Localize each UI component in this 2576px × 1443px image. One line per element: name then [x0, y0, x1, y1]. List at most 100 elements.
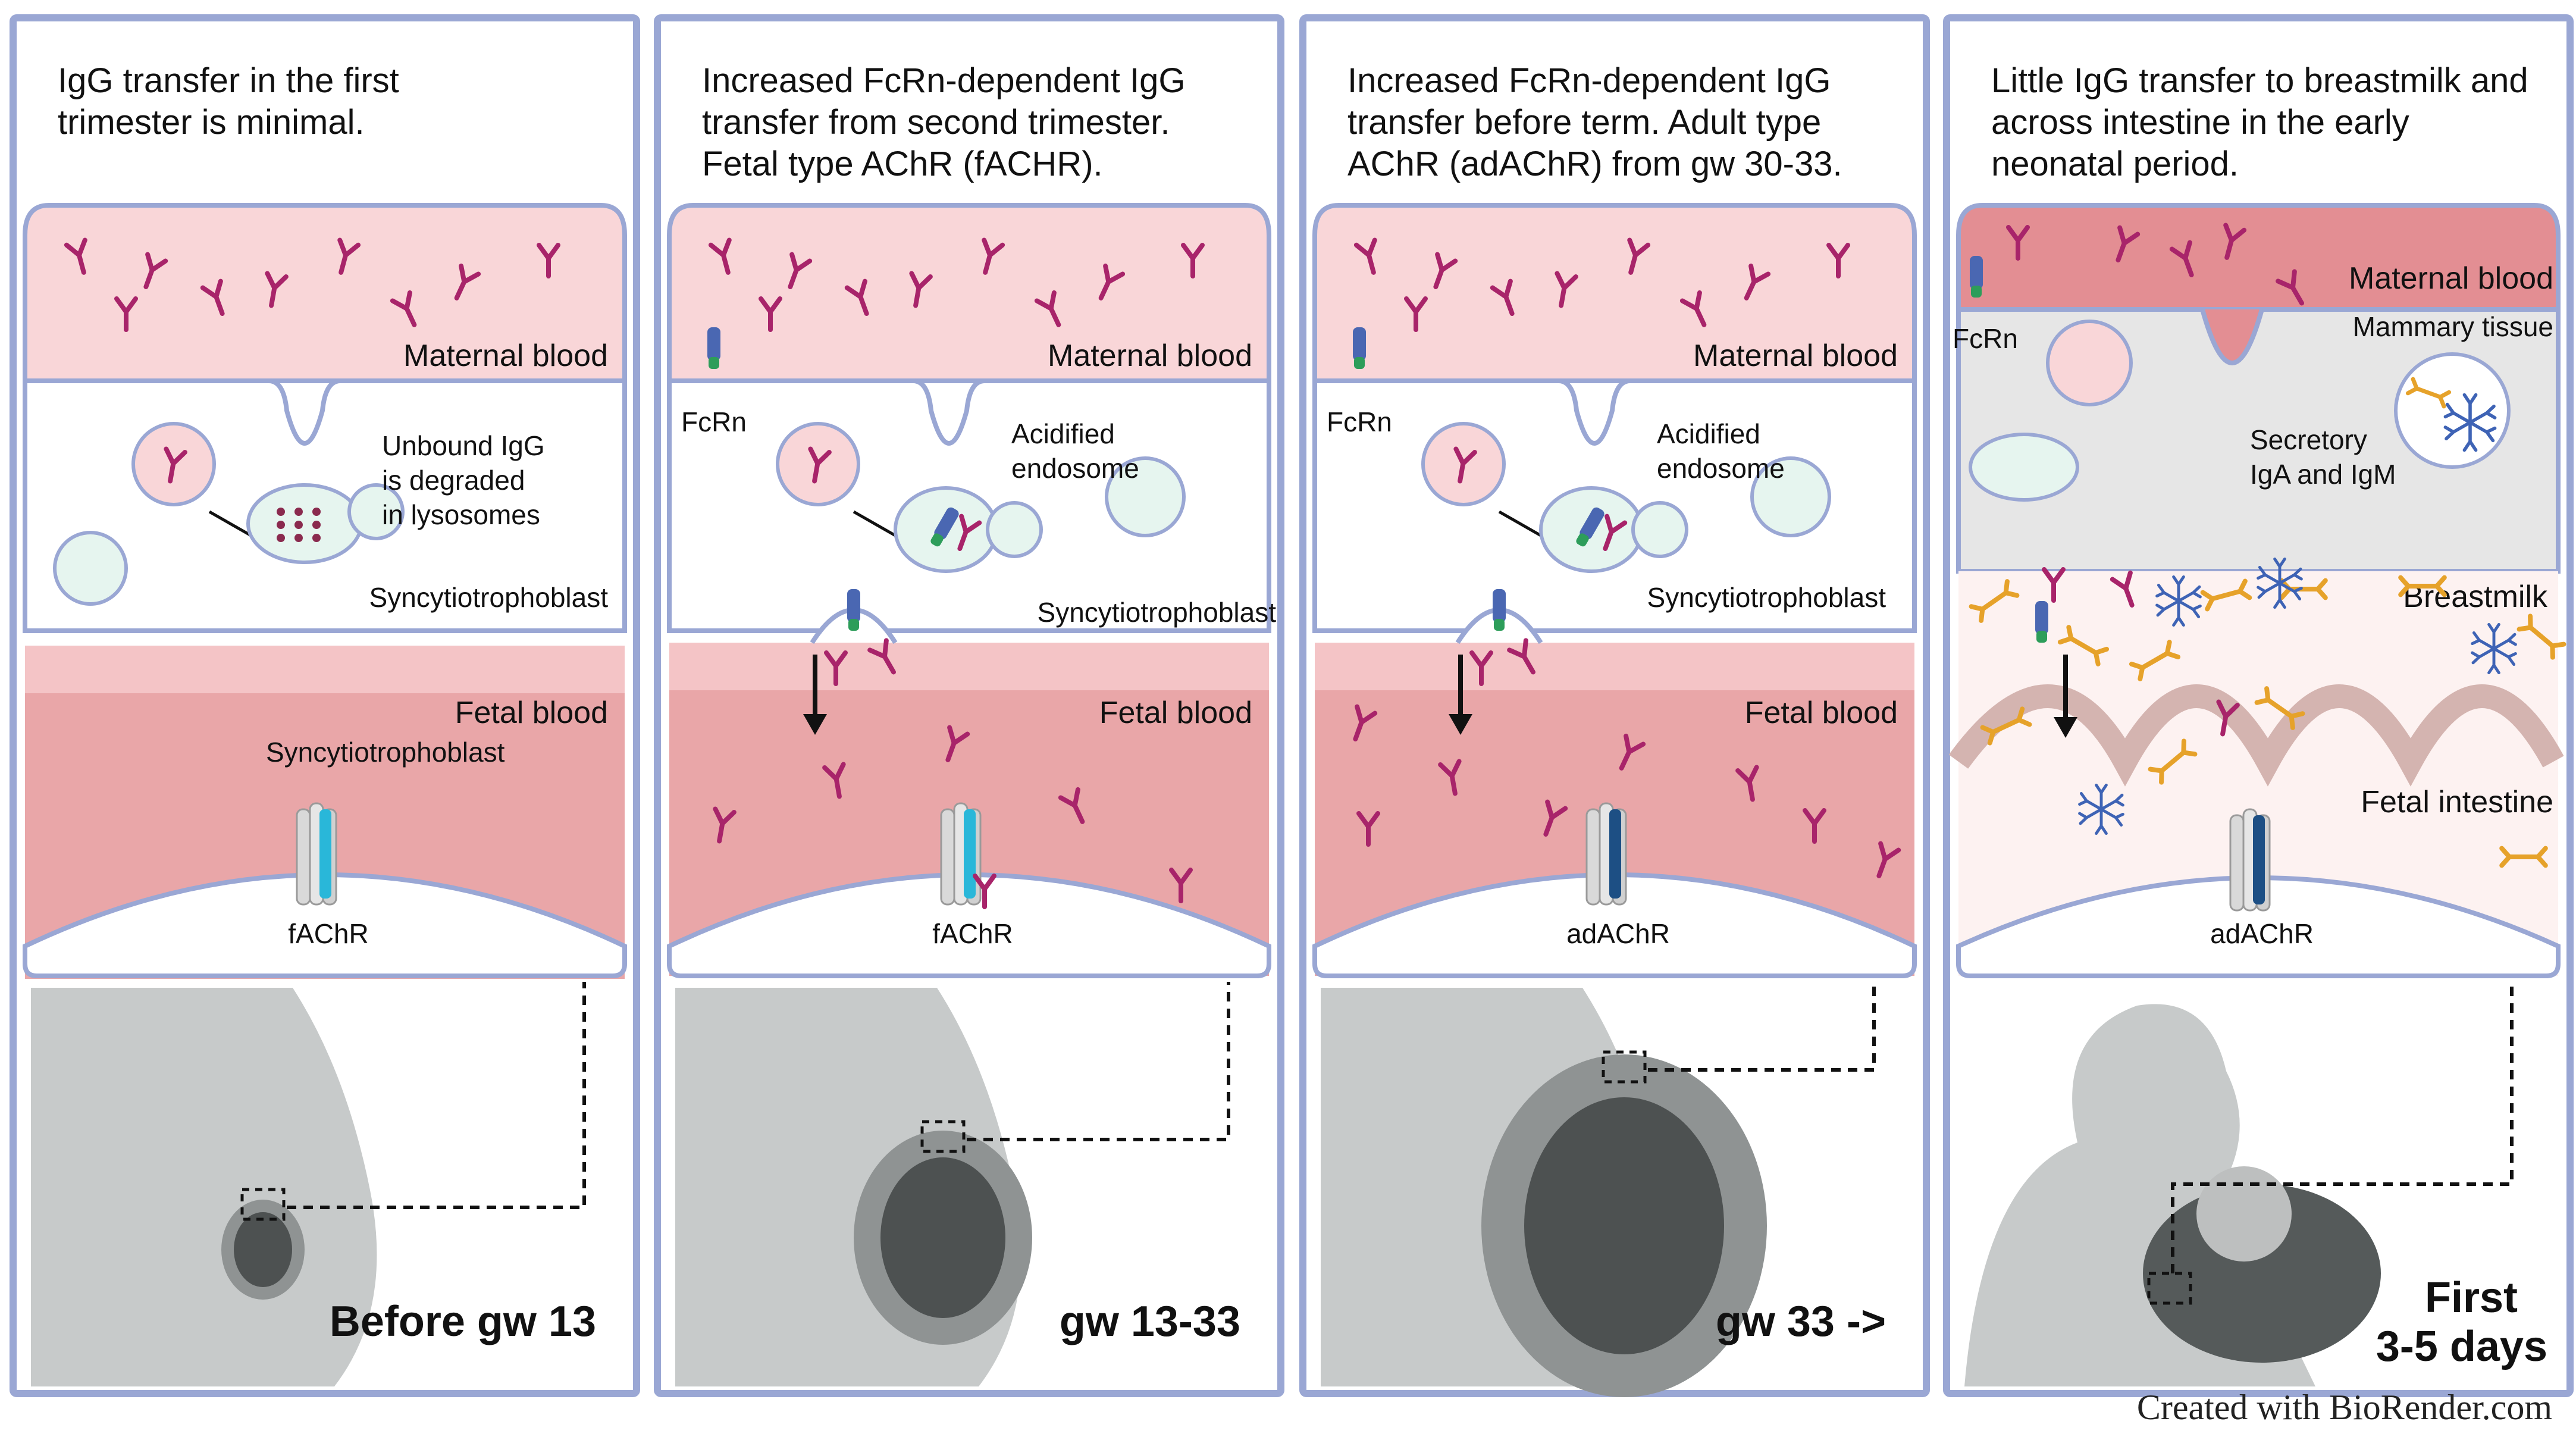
caption-line: Fetal type AChR (fACHR).: [702, 145, 1103, 183]
syncytiotrophoblast-label: Syncytiotrophoblast: [1038, 597, 1277, 628]
fetal-intestine-label: Fetal intestine: [2361, 785, 2553, 819]
syncytiotrophoblast-label: Syncytiotrophoblast: [1647, 582, 1886, 613]
gestational-stage-label: 3-5 days: [2376, 1323, 2547, 1370]
muscle-membrane: [1956, 875, 2561, 978]
incoming-vesicle: [1750, 456, 1831, 537]
fetal-blood-label: Fetal blood: [1099, 696, 1252, 730]
degraded-igg: [277, 508, 285, 516]
muscle-membrane: [23, 872, 627, 978]
caption-line: neonatal period.: [1991, 145, 2239, 183]
degraded-igg: [294, 508, 303, 516]
receptor-label: adAChR: [1566, 918, 1670, 949]
panel-4: Little IgG transfer to breastmilk andacr…: [1943, 14, 2574, 1397]
muscle-membrane: [667, 872, 1271, 978]
maternal-blood-region: [1312, 203, 1917, 383]
transfer-arrowhead: [2054, 717, 2077, 738]
empty-vesicle: [53, 531, 128, 606]
transcytosis-pocket: [2200, 308, 2264, 365]
caption-line: across intestine in the early: [1991, 103, 2409, 142]
biorender-watermark: Created with BioRender.com: [2137, 1388, 2552, 1427]
degraded-igg: [277, 521, 285, 529]
note-line: Unbound IgG: [382, 430, 545, 461]
fetal-blood-membrane: [669, 643, 1269, 690]
fcrn-exocytosis-icon: [847, 589, 860, 631]
achr-channel: [2253, 815, 2265, 904]
zoom-line: [967, 982, 1230, 1141]
fcrn-icon: [2035, 601, 2048, 643]
maternal-blood-region: [667, 203, 1271, 383]
endosome-label: endosome: [1657, 453, 1785, 484]
fcrn-exocytosis-icon: [1493, 589, 1506, 631]
caption-line: AChR (adAChR) from gw 30-33.: [1347, 145, 1842, 183]
zoom-line: [1648, 982, 1876, 1072]
infant-head: [2196, 1166, 2292, 1262]
degraded-igg: [294, 521, 303, 529]
caption-line: trimester is minimal.: [58, 103, 365, 142]
mammary-tissue-label: Mammary tissue: [2353, 311, 2553, 342]
zoom-line: [2171, 982, 2514, 1273]
maternal-blood-region: [23, 203, 627, 383]
intestinal-villi: [1948, 684, 2564, 787]
gestational-stage-label: Before gw 13: [330, 1298, 596, 1345]
fcrn-icon: [1970, 256, 1983, 298]
endosome-label: endosome: [1011, 453, 1139, 484]
maternal-blood-label: Maternal blood: [403, 339, 608, 373]
fcrn-label: FcRn: [1327, 406, 1392, 437]
fcrn-label: FcRn: [681, 406, 747, 437]
receptor-label: fAChR: [288, 918, 368, 949]
degraded-igg: [312, 534, 321, 542]
maternal-blood-label: Maternal blood: [2349, 261, 2553, 296]
fetal-blood-membrane: [25, 646, 625, 693]
fetus-icon: [234, 1212, 292, 1287]
degraded-igg: [277, 534, 285, 542]
fcrn-icon: [707, 327, 720, 369]
maternal-blood-region: [1956, 203, 2561, 312]
caption-line: transfer from second trimester.: [702, 103, 1170, 142]
gestational-stage-label: First: [2425, 1274, 2518, 1322]
note-line: is degraded: [382, 465, 525, 496]
endosome-label: Acidified: [1657, 418, 1760, 449]
fcrn-icon: [1353, 327, 1366, 369]
zoom-box: [920, 1120, 966, 1153]
caption-line: transfer before term. Adult type: [1347, 103, 1821, 142]
syncytiotrophoblast-label: Syncytiotrophoblast: [369, 582, 609, 613]
zoom-box: [240, 1188, 286, 1221]
incoming-vesicle: [1105, 456, 1186, 537]
degraded-igg: [312, 521, 321, 529]
arrow: [208, 510, 252, 537]
endosome-bud: [1631, 501, 1688, 558]
fcrn-label: FcRn: [1953, 323, 2018, 354]
zoom-box: [2147, 1272, 2192, 1305]
arrow: [1498, 510, 1542, 537]
maternal-blood-label: Maternal blood: [1693, 339, 1898, 373]
endosome: [1969, 433, 2079, 502]
arrow: [853, 510, 897, 537]
fetus-icon: [1524, 1097, 1724, 1354]
caption-line: Increased FcRn-dependent IgG: [1347, 61, 1831, 100]
lysosome-bud: [347, 483, 405, 540]
caption-line: Increased FcRn-dependent IgG: [702, 61, 1185, 100]
gestational-stage-label: gw 13-33: [1060, 1298, 1240, 1345]
mother-silhouette: [31, 988, 377, 1386]
degraded-igg: [294, 534, 303, 542]
receptor-label: fAChR: [932, 918, 1013, 949]
gestational-stage-label: gw 33 ->: [1716, 1298, 1886, 1345]
fetal-blood-label: Fetal blood: [455, 696, 608, 730]
fetus-icon: [880, 1157, 1005, 1318]
caption-line: IgG transfer in the first: [58, 61, 399, 100]
receptor-label: adAChR: [2210, 918, 2314, 949]
transfer-arrowhead: [803, 714, 827, 735]
achr-channel: [1609, 809, 1621, 899]
achr-channel: [319, 809, 331, 899]
fetal-blood-membrane: [1315, 643, 1914, 690]
syncytiotrophoblast-label-2: Syncytiotrophoblast: [266, 737, 505, 768]
transfer-arrowhead: [1449, 714, 1472, 735]
caption-line: Little IgG transfer to breastmilk and: [1991, 61, 2528, 100]
muscle-membrane: [1312, 872, 1917, 978]
endosome-bud: [986, 501, 1043, 558]
